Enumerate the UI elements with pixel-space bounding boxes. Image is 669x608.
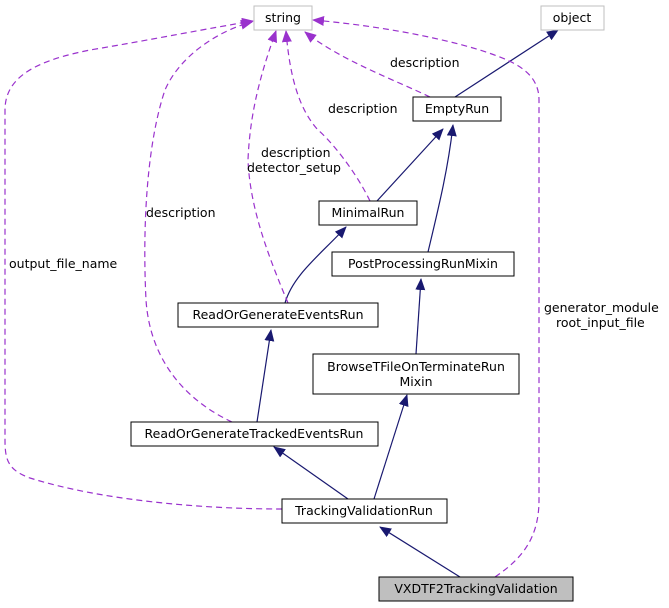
- node-post-processing-label: PostProcessingRunMixin: [348, 256, 498, 271]
- node-read-or-generate-events-run[interactable]: ReadOrGenerateEventsRun: [177, 302, 379, 328]
- node-string[interactable]: string: [253, 5, 313, 31]
- node-object-label: object: [553, 10, 592, 25]
- node-empty-run[interactable]: EmptyRun: [412, 96, 502, 122]
- edge-browse-postprocessing: [415, 278, 426, 355]
- edge-postprocessing-emptyrun: [427, 124, 457, 253]
- edge-trackingvalidation-browse: [373, 394, 409, 500]
- edge-emptyrun-string: [304, 31, 431, 98]
- edge-trackingvalidation-tracked: [273, 446, 349, 500]
- node-read-or-generate-tracked-events-run[interactable]: ReadOrGenerateTrackedEventsRun: [130, 421, 379, 447]
- node-browse-tfile-label-line1: BrowseTFileOnTerminateRun: [327, 359, 505, 374]
- node-browse-tfile-label-line2: Mixin: [399, 374, 432, 389]
- node-minimal-run[interactable]: MinimalRun: [318, 200, 418, 226]
- node-object[interactable]: object: [540, 5, 605, 31]
- edge-label-tracked-description: description: [146, 205, 216, 220]
- edge-tracked-readorgenerateevents: [256, 329, 275, 423]
- edge-tracked-string: [144, 19, 253, 423]
- node-empty-run-label: EmptyRun: [425, 101, 489, 116]
- node-vxdtf2-label: VXDTF2TrackingValidation: [394, 581, 557, 596]
- edge-label-events-description: description: [261, 145, 331, 160]
- edge-labels: description description description dete…: [9, 55, 659, 330]
- edge-label-emptyrun-description: description: [390, 55, 460, 70]
- edge-minimalrun-string: [281, 30, 371, 202]
- edge-label-minimalrun-description: description: [328, 101, 398, 116]
- edge-label-events-detector-setup: detector_setup: [247, 160, 341, 175]
- inheritance-edges: [256, 29, 559, 578]
- edge-emptyrun-object: [454, 29, 559, 98]
- edge-label-root-input-file: root_input_file: [556, 315, 645, 330]
- node-read-or-generate-tracked-label: ReadOrGenerateTrackedEventsRun: [145, 426, 364, 441]
- node-string-label: string: [265, 10, 301, 25]
- edge-label-output-file-name: output_file_name: [9, 256, 118, 271]
- edge-vxdtf2-trackingvalidation: [379, 526, 461, 578]
- edge-vxdtf2-string: [312, 15, 540, 578]
- edge-readorgenerateevents-string: [247, 30, 289, 304]
- node-post-processing-run-mixin[interactable]: PostProcessingRunMixin: [331, 251, 515, 277]
- node-tracking-validation-run[interactable]: TrackingValidationRun: [281, 498, 448, 524]
- edge-trackingvalidation-string: [4, 17, 283, 510]
- edge-minimalrun-emptyrun: [376, 128, 444, 202]
- node-browse-tfile-on-terminate-run-mixin[interactable]: BrowseTFileOnTerminateRun Mixin: [312, 353, 520, 395]
- member-edges: [4, 15, 540, 578]
- edge-label-generator-module: generator_module: [544, 300, 659, 315]
- node-tracking-validation-label: TrackingValidationRun: [294, 503, 433, 518]
- node-minimal-run-label: MinimalRun: [332, 205, 405, 220]
- edge-readorgenerateevents-minimalrun: [284, 226, 347, 304]
- node-vxdtf2-tracking-validation[interactable]: VXDTF2TrackingValidation: [378, 576, 574, 602]
- node-read-or-generate-events-label: ReadOrGenerateEventsRun: [192, 307, 363, 322]
